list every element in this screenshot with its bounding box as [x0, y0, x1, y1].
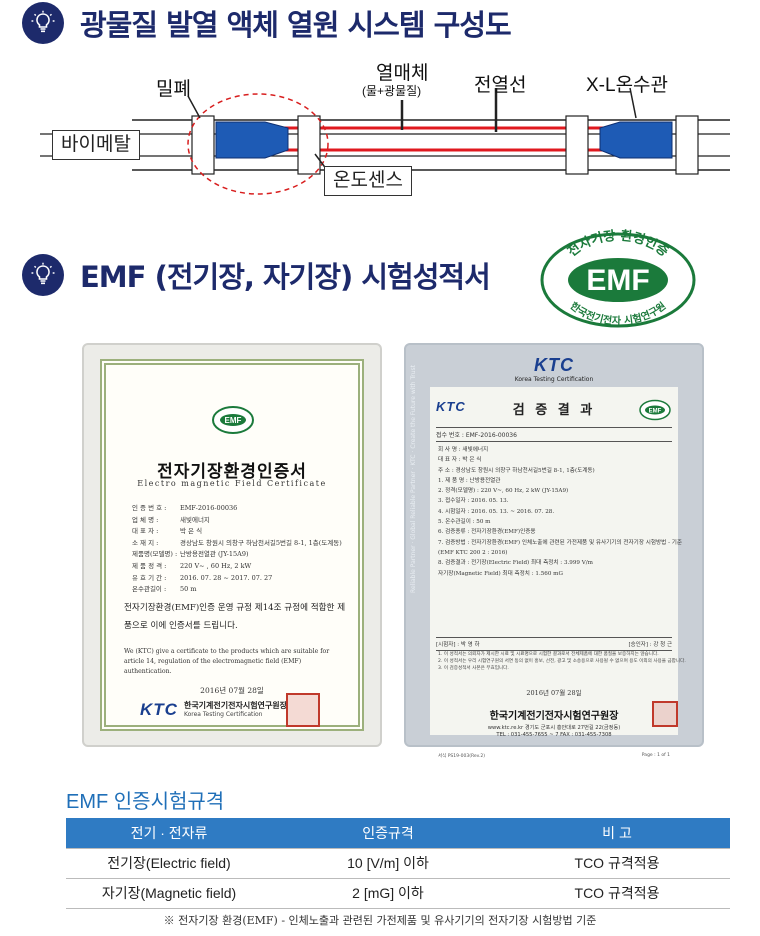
spec-table: 전기 · 전자류 인증규격 비 고 전기장(Electric field) 10…: [66, 818, 730, 909]
label-temp-sensor: 온도센스: [324, 166, 412, 196]
official-seal: [286, 693, 320, 727]
left-connector: [215, 121, 289, 159]
test-result-header: KTC 검 증 결 과 EMF: [430, 397, 678, 421]
cert-top-logo: KTC Korea Testing Certification: [406, 355, 702, 383]
ktc-logo: KTC: [534, 355, 574, 375]
result-line: 자기장(Magnetic Field) 최대 측정치 : 1.560 mG: [438, 570, 563, 577]
certificate-field: 소 재 지 :경상남도 창원시 의창구 하남천서길5번길 8-1, 1층(도계동…: [132, 538, 342, 547]
lightbulb-icon: [22, 254, 64, 296]
test-result-fields: 회 사 명 : 새빛에너지 대 표 자 : 박 은 식 주 소 : 경상남도 창…: [438, 445, 683, 579]
label-bimetal: 바이메탈: [52, 130, 140, 160]
emf-logo-center: EMF: [586, 264, 649, 297]
svg-text:EMF: EMF: [649, 409, 662, 415]
certificate-field: 유 효 기 간 :2016. 07. 28 ~ 2017. 07. 27: [132, 573, 273, 582]
right-connector: [599, 121, 673, 159]
seal-highlight-circle: [187, 93, 329, 195]
spec-title: EMF 인증시험규격: [66, 791, 225, 813]
label-pipe: X-L온수관: [586, 75, 669, 96]
approver: [승인자] : 강 청 근: [628, 642, 673, 648]
test-result-title: 검 증 결 과: [512, 403, 596, 418]
spec-header-row: 전기 · 전자류 인증규격 비 고: [66, 818, 730, 848]
spec-header: 비 고: [504, 818, 730, 848]
section-heading-system: 광물질 발열 액체 열원 시스템 구성도: [22, 2, 512, 44]
result-footer: 서식 PS19-003(Rev.2) Page : 1 of 1: [438, 753, 670, 759]
certificate-title: 전자기장환경인증서: [157, 462, 307, 482]
emf-small-logo: EMF: [212, 406, 254, 434]
spec-header: 인증규격: [272, 818, 504, 848]
table-row: 전기장(Electric field) 10 [V/m] 이하 TCO 규격적용: [66, 847, 730, 879]
receipt-number: 접수 번호 : EMF-2016-00036: [436, 427, 672, 442]
result-line: 2. 정격(모델명) : 220 V~, 60 Hz, 2 kW (JY-15A…: [438, 488, 569, 495]
lightbulb-icon: [22, 2, 64, 44]
spec-cell: 전기장(Electric field): [66, 847, 272, 879]
test-result-page: KTC 검 증 결 과 EMF 접수 번호 : EMF-2016-00036 회…: [430, 387, 686, 759]
result-address: www.ktc.re.kr 경기도 군포시 흥안대로 27번길 22(금정동) …: [487, 725, 621, 738]
spec-cell: 자기장(Magnetic field): [66, 878, 272, 909]
label-heating-medium: 열매체: [376, 63, 429, 84]
table-row: 자기장(Magnetic field) 2 [mG] 이하 TCO 규격적용: [66, 878, 730, 909]
result-line: 1. 제 품 명 : 난방용전열관: [438, 477, 501, 484]
certificate-emf-left: EMF 전자기장환경인증서 Electro magnetic Field Cer…: [82, 343, 382, 747]
certificate-body-ko: 전자기장환경(EMF)인증 운영 규정 제14조 규정에 적합한 제품으로 이에…: [124, 603, 346, 631]
emf-certification-logo: 전자기장 환경인증 EMF 한국전기전자 시험연구원: [538, 228, 698, 328]
issuer-name: 한국기계전기전자시험연구원장: [183, 701, 287, 710]
certificate-body-en: We (KTC) give a certificate to the produ…: [124, 648, 330, 675]
spec-cell: 2 [mG] 이하: [272, 878, 504, 909]
official-seal: [652, 701, 678, 727]
result-line: 5. 온수관길이 : 50 m: [438, 519, 491, 526]
spec-header: 전기 · 전자류: [66, 818, 272, 848]
spec-cell: TCO 규격적용: [504, 847, 730, 879]
result-date: 2016년 07월 28일: [526, 689, 582, 697]
certificate-test-result-right: Reliable Partner · Global Reliable Partn…: [404, 343, 704, 759]
result-line: 대 표 자 : 박 은 식: [438, 457, 482, 464]
ktc-logo: KTC: [436, 399, 466, 414]
certificate-field: 업 체 명 :새빛에너지: [132, 515, 210, 524]
section-title: EMF (전기장, 자기장) 시험성적서: [80, 260, 491, 294]
certificate-field: 대 표 자 :박 은 식: [132, 527, 203, 536]
label-heating-wire: 전열선: [474, 75, 527, 96]
certificate-date: 2016년 07월 28일: [200, 686, 264, 695]
ktc-logo-sub: Korea Testing Certification: [514, 376, 594, 383]
result-line: 3. 접수일자 : 2016. 05. 13.: [438, 498, 509, 505]
section-title: 광물질 발열 액체 열원 시스템 구성도: [80, 8, 512, 42]
label-heating-medium-sub: (물+광물질): [362, 84, 422, 98]
notes: 1. 이 성적서는 의뢰자가 제시한 시료 및 시료명으로 시험한 결과로서 전…: [438, 652, 686, 671]
certificate-field: 제품명(모델명) :난방용전열관 (JY-15A9): [132, 550, 249, 559]
diagram-drawing: [40, 87, 730, 195]
issuer-name-en: Korea Testing Certification: [183, 711, 263, 718]
system-diagram: 밀폐 열매체 (물+광물질) 전열선 X-L온수관 바이메탈 온도센스: [40, 58, 730, 208]
svg-text:EMF: EMF: [225, 416, 242, 425]
spec-cell: 10 [V/m] 이하: [272, 847, 504, 879]
result-line: 6. 검증종류 : 전자기장환경(EMF)인증용: [438, 529, 536, 536]
side-watermark-text: Reliable Partner · Global Reliable Partn…: [410, 365, 417, 593]
section-heading-emf: EMF (전기장, 자기장) 시험성적서: [22, 254, 491, 296]
result-line: 주 소 : 경상남도 창원시 의창구 하남천서길5번길 8-1, 1층(도계동): [438, 467, 595, 474]
label-seal: 밀폐: [156, 79, 191, 100]
footnote: ※ 전자기장 환경(EMF) - 인체노출과 관련된 가전제품 및 유사기기의 …: [163, 914, 597, 927]
ktc-logo: KTC: [140, 700, 178, 719]
certificate-frame: EMF 전자기장환경인증서 Electro magnetic Field Cer…: [100, 359, 364, 731]
result-line: 회 사 명 : 새빛에너지: [438, 447, 489, 453]
certificate-field: 온수관길이 :50 m: [132, 585, 197, 594]
result-line: 8. 검증결과 : 전기장(Electric Field) 최대 측정치 : 3…: [438, 560, 593, 567]
result-line: 7. 검증방법 : 전자기장환경(EMF) 인체노출에 관련된 가전제품 및 유…: [438, 539, 683, 546]
certificate-subtitle: Electro magnetic Field Certificate: [137, 479, 327, 488]
certificate-field: 제 품 정 격 :220 V~ , 60 Hz, 2 kW: [132, 561, 252, 570]
spec-cell: TCO 규격적용: [504, 878, 730, 909]
signers-row: [시험자] : 박 영 하 [승인자] : 강 청 근: [436, 637, 672, 651]
certificate-fields: 인 증 번 호 :EMF-2016-00036 업 체 명 :새빛에너지 대 표…: [132, 503, 350, 596]
result-line: 4. 시험일자 : 2016. 05. 13. ~ 2016. 07. 28.: [438, 508, 555, 515]
emf-small-logo: EMF: [639, 399, 671, 421]
result-line: (EMF KTC 200 2 : 2016): [438, 549, 508, 556]
certificate-field: 인 증 번 호 :EMF-2016-00036: [132, 504, 238, 512]
result-issuer: 한국기계전기전자시험연구원장: [489, 711, 619, 722]
tester: [시험자] : 박 영 하: [436, 642, 480, 648]
